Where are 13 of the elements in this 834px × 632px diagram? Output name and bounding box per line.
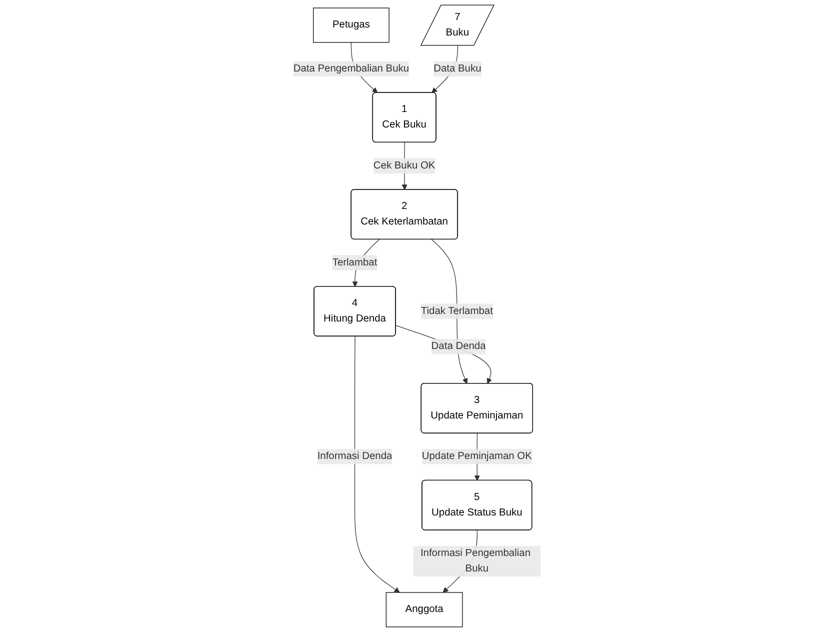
- edge-label: Update Peminjaman OK: [422, 450, 532, 462]
- edge-label: Data Denda: [431, 340, 486, 352]
- edge-label: Tidak Terlambat: [420, 305, 493, 316]
- node-box: Petugas: [313, 8, 390, 43]
- edge-label: Terlambat: [332, 257, 378, 268]
- edge-label: Data Buku: [434, 63, 482, 74]
- edge-label: Informasi Denda: [317, 450, 392, 462]
- edge-label: Cek Buku OK: [373, 160, 436, 171]
- edge-label: Data Pengembalian Buku: [293, 63, 410, 74]
- arrow: [396, 325, 492, 384]
- arrow: [354, 336, 400, 593]
- edge-label: Informasi Pengembalian Buku: [420, 548, 530, 574]
- node-box: Anggota: [386, 592, 463, 628]
